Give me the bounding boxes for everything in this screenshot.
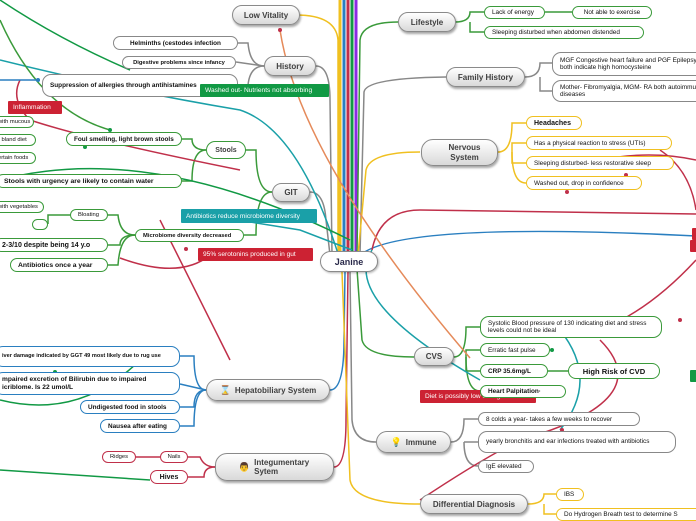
branch-differential[interactable]: Differential Diagnosis <box>420 494 528 514</box>
cvs-erratic-pulse[interactable]: Erratic fast pulse <box>480 343 550 357</box>
callout-washed-out-nutrients[interactable]: Washed out- Nutrients not absorbing <box>200 84 329 97</box>
stools-with-mucous[interactable]: with mucous <box>0 116 34 128</box>
nervous-sleeping-disturbed[interactable]: Sleeping disturbed- less restorative sle… <box>526 156 674 170</box>
cvs-high-risk[interactable]: High Risk of CVD <box>568 363 660 379</box>
callout-right-edge-3[interactable] <box>690 370 696 382</box>
cvs-palpitation[interactable]: Heart Palpitation· <box>480 385 566 398</box>
branch-cvs[interactable]: CVS <box>414 347 454 366</box>
git-bloating[interactable]: Bloating <box>70 209 108 221</box>
branch-integumentary[interactable]: 👨 Integumentary Sytem <box>215 453 334 481</box>
central-topic[interactable]: Janine <box>320 251 378 272</box>
branch-immune-label: Immune <box>405 437 437 447</box>
immune-bronchitis[interactable]: yearly bronchitis and ear infections tre… <box>478 431 676 453</box>
callout-antibiotics-reduce[interactable]: Antibiotics reduce microbiome diversity <box>181 209 317 223</box>
branch-immune[interactable]: 💡 Immune <box>376 431 451 453</box>
callout-serotonin[interactable]: 95% serotonins produced in gut <box>198 248 313 261</box>
git-rating[interactable]: 2-3/10 despite being 14 y.o <box>0 238 108 252</box>
stools-urgency[interactable]: Stools with urgency are likely to contai… <box>0 174 182 188</box>
branch-family-history[interactable]: Family History <box>446 67 525 87</box>
hepato-liver-damage[interactable]: iver damage indicated by GGT 49 most lik… <box>0 346 180 367</box>
integ-hives[interactable]: Hives <box>150 470 188 484</box>
stools-foul-smelling[interactable]: Foul smelling, light brown stools <box>66 132 182 146</box>
nervous-headaches[interactable]: Headaches <box>526 116 582 130</box>
branch-history[interactable]: History <box>264 56 316 76</box>
differential-breath-test[interactable]: Do Hydrogen Breath test to determine S <box>556 508 696 521</box>
branch-integumentary-label: Integumentary Sytem <box>254 457 310 476</box>
hepato-nausea[interactable]: Nausea after eating <box>100 419 180 433</box>
git-microbiome-decreased[interactable]: Microbiome diversity decreased <box>135 229 244 242</box>
differential-ibs[interactable]: IBS <box>556 488 584 501</box>
sleeping-disturbed-abdomen[interactable]: Sleeping disturbed when abdomen distende… <box>484 26 644 39</box>
callout-right-edge-1[interactable] <box>692 228 696 240</box>
history-helminths[interactable]: Helminths (cestodes infection <box>113 36 238 50</box>
family-history-mgf[interactable]: MGF Congestive heart failure and PGF Epi… <box>552 52 696 76</box>
branch-stools[interactable]: Stools <box>206 141 246 159</box>
cvs-crp[interactable]: CRP 35.6mg/L <box>480 364 548 378</box>
hourglass-icon: ⌛ <box>219 384 231 395</box>
nervous-washed-out[interactable]: Washed out, drop in confidence <box>526 176 642 190</box>
immune-ige[interactable]: IgE elevated <box>478 460 534 473</box>
branch-low-vitality[interactable]: Low Vitality <box>232 5 300 25</box>
immune-colds[interactable]: 8 colds a year- takes a few weeks to rec… <box>478 412 640 426</box>
hepato-bilirubin[interactable]: mpaired excretion of Bilirubin due to im… <box>0 372 180 395</box>
lightbulb-icon: 💡 <box>390 436 402 447</box>
branch-git[interactable]: GIT <box>272 183 310 202</box>
history-digestive[interactable]: Digestive problems since infancy <box>122 56 236 69</box>
not-able-to-exercise[interactable]: Not able to exercise <box>572 6 652 19</box>
branch-lifestyle[interactable]: Lifestyle <box>398 12 456 32</box>
branch-hepatobiliary-label: Hepatobiliary System <box>234 385 317 395</box>
person-icon: 👨 <box>238 461 251 472</box>
callout-right-edge-2[interactable] <box>690 240 696 252</box>
lack-of-energy[interactable]: Lack of energy <box>484 6 545 19</box>
nervous-physical-reaction[interactable]: Has a physical reaction to stress (UTIs) <box>526 136 672 150</box>
git-antibiotics-year[interactable]: Antibiotics once a year <box>10 258 108 272</box>
branch-nervous-system[interactable]: Nervous System <box>421 139 498 166</box>
git-with-vegetables[interactable]: with vegetables <box>0 201 44 213</box>
callout-inflammation[interactable]: Inflammation <box>8 101 62 114</box>
stools-bland-diet[interactable]: r bland diet <box>0 134 36 146</box>
git-blank-node[interactable] <box>32 219 48 230</box>
integ-ridges[interactable]: Ridges <box>102 451 136 463</box>
cvs-systolic[interactable]: Systolic Blood pressure of 130 indicatin… <box>480 316 662 338</box>
stools-certain-foods[interactable]: ertain foods <box>0 152 36 164</box>
family-history-mother[interactable]: Mother- Fibromyalgia, MGM- RA both autoi… <box>552 80 696 102</box>
integ-nails[interactable]: Nails <box>160 451 188 463</box>
branch-hepatobiliary[interactable]: ⌛ Hepatobiliary System <box>206 379 330 401</box>
hepato-undigested[interactable]: Undigested food in stools <box>80 400 180 414</box>
